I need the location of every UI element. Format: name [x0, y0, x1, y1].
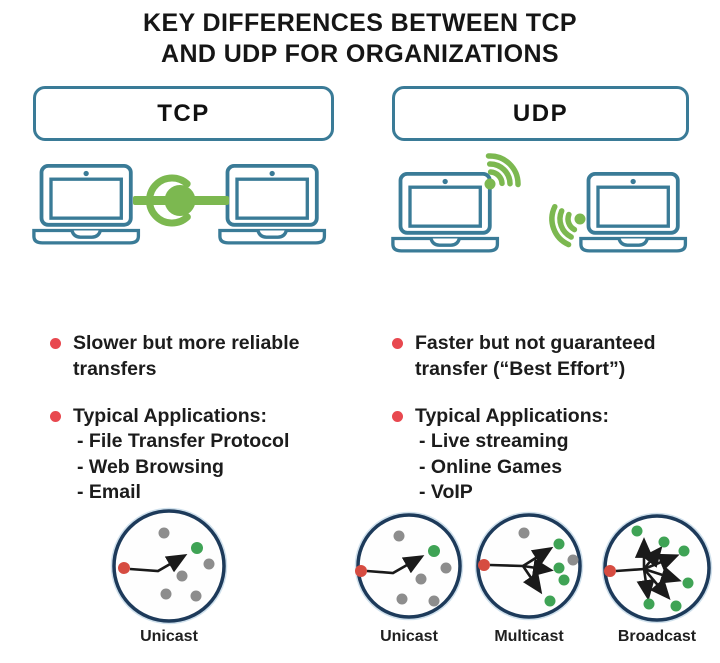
receiver-nodes [544, 538, 570, 607]
tcp-heading-box: TCP [33, 86, 334, 141]
tcp-unicast-label: Unicast [140, 628, 198, 645]
wired-link-icon [133, 174, 229, 227]
list-item: Typical Applications: - File Transfer Pr… [50, 403, 355, 506]
udp-broadcast-label: Broadcast [617, 628, 697, 645]
tcp-unicast-diagram [110, 507, 228, 625]
udp-unicast-label: Unicast [380, 628, 438, 645]
list-item: - Live streaming [419, 430, 569, 452]
list-item: - Web Browsing [77, 455, 224, 478]
list-item: Faster but not guaranteed transfer (“Bes… [392, 330, 707, 382]
sender-node [478, 559, 490, 571]
page-title: KEY DIFFERENCES BETWEEN TCP AND UDP FOR … [143, 9, 577, 68]
tcp-heading-label: TCP [157, 99, 210, 127]
list-item: Slower but more reliable transfers [50, 330, 355, 382]
bullet-icon [392, 411, 403, 422]
receiver-node [428, 545, 440, 557]
sender-node [355, 565, 367, 577]
udp-broadcast-diagram [601, 512, 713, 624]
udp-multicast-diagram [474, 511, 584, 621]
bullet-icon [50, 338, 61, 349]
list-item: - File Transfer Protocol [77, 430, 290, 452]
laptop-icon [390, 171, 500, 253]
udp-heading-label: UDP [512, 99, 569, 127]
tcp-apps-list: - File Transfer Protocol - Web Browsing … [73, 429, 289, 506]
wireless-signal-icon [549, 203, 586, 248]
list-item: - VoIP [419, 481, 473, 503]
tcp-bullet-reliability: Slower but more reliable transfers [73, 332, 300, 380]
receiver-nodes [631, 525, 694, 612]
bullet-icon [50, 411, 61, 422]
list-item: - Online Games [419, 455, 563, 478]
sender-node [604, 565, 616, 577]
laptop-icon [579, 171, 688, 253]
laptop-icon [32, 163, 141, 245]
udp-unicast-diagram [354, 511, 464, 621]
bullet-icon [392, 338, 403, 349]
udp-apps-title: Typical Applications: [415, 405, 609, 427]
udp-bullet-speed: Faster but not guaranteed transfer (“Bes… [415, 332, 656, 380]
udp-heading-box: UDP [392, 86, 689, 141]
udp-multicast-label: Multicast [494, 628, 564, 645]
tcp-apps-title: Typical Applications: [73, 405, 267, 427]
list-item: - Email [77, 481, 141, 503]
receiver-node [191, 542, 203, 554]
tcp-feature-list: Slower but more reliable transfers Typic… [50, 330, 355, 527]
laptop-icon [217, 163, 327, 245]
tcp-connection-graphic [32, 163, 327, 245]
udp-feature-list: Faster but not guaranteed transfer (“Bes… [392, 330, 707, 527]
udp-apps-list: - Live streaming - Online Games - VoIP [415, 429, 609, 506]
udp-connection-graphic [390, 153, 688, 253]
sender-node [118, 562, 130, 574]
list-item: Typical Applications: - Live streaming -… [392, 403, 707, 506]
wireless-signal-icon [484, 153, 521, 190]
